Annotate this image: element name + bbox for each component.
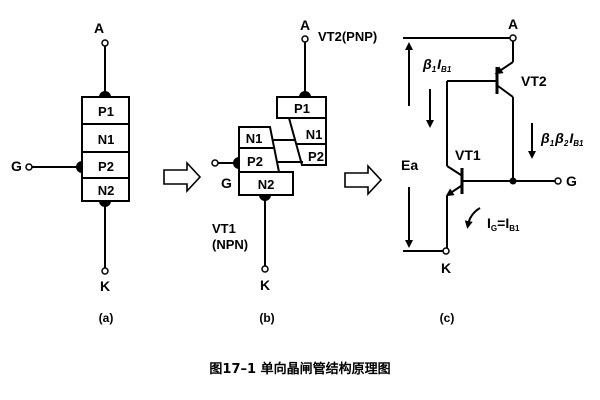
gate-terminal-a [25,163,33,171]
cathode-terminal-b [261,265,269,273]
upper-layer-p1-b: P1 [294,101,310,116]
panel-c: A Ea β1IB1 VT2 K VT1 G [401,16,584,325]
gate-label-a: G [11,158,22,174]
cathode-label-b: K [260,277,270,293]
panel-b: A VT2(PNP) P1 N1 P2 N1 P2 N2 G K VT1 (NP [211,17,377,325]
cathode-label-c: K [441,260,451,276]
lower-layer-n2-b: N2 [258,177,275,192]
gate-label-b: G [221,175,232,191]
gate-contact-a [76,161,82,173]
layer-stack-a [81,96,130,202]
gate-contact-b [233,157,239,169]
layer-n1-a: N1 [98,132,115,147]
caption-c: (c) [440,311,455,325]
anode-label-c: A [508,16,518,32]
anode-contact-a [99,91,111,97]
gate-current-arrow-icon [464,207,481,229]
vt1-label-b: VT1 [212,221,236,236]
gate-terminal-c [554,177,562,185]
upper-layer-n1-b: N1 [306,127,323,142]
transform-arrow-icon-1 [163,160,202,194]
anode-contact-b [299,91,311,97]
cathode-terminal-a [101,267,109,275]
anode-label-b: A [300,17,310,33]
caption-a: (a) [99,311,114,325]
vt1-npn-label-b: (NPN) [212,237,248,252]
anode-label-a: A [94,20,104,36]
caption-b: (b) [259,311,274,325]
vt1-collector [446,165,462,176]
upper-n1p2-b [287,117,327,166]
current-beta1-ib1: β1IB1 [422,56,452,74]
vt2-pnp-label: VT2(PNP) [318,29,377,44]
gate-terminal-b [211,159,219,167]
lower-layer-n1-b: N1 [246,131,263,146]
vt1-label-c: VT1 [455,147,481,163]
cathode-terminal-c [442,247,450,255]
upper-layer-p2-b: P2 [308,149,324,164]
gate-label-c: G [566,173,577,189]
vt2-collector [497,85,514,98]
lower-layer-p2-b: P2 [247,154,263,169]
anode-terminal-b [301,35,309,43]
transform-arrow-icon-2 [344,163,383,197]
anode-terminal-a [101,39,109,47]
layer-n2-a: N2 [98,183,115,198]
gate-current-label: IG=IB1 [487,215,520,233]
layer-p2-a: P2 [98,159,114,174]
figure-caption: 图17–1 单向晶闸管结构原理图 [209,362,391,377]
anode-terminal-c [509,34,517,42]
vt2-emitter-arrow-icon [494,61,514,75]
vt1-emitter-arrow-icon [445,185,462,197]
current-beta1-beta2-ib1: β1β2IB1 [540,130,584,148]
layer-p1-a: P1 [98,104,114,119]
cathode-label-a: K [100,278,110,294]
panel-a: A P1 N1 P2 N2 G K (a) [11,20,130,325]
vt2-label-c: VT2 [521,73,547,89]
ea-label: Ea [401,157,418,173]
